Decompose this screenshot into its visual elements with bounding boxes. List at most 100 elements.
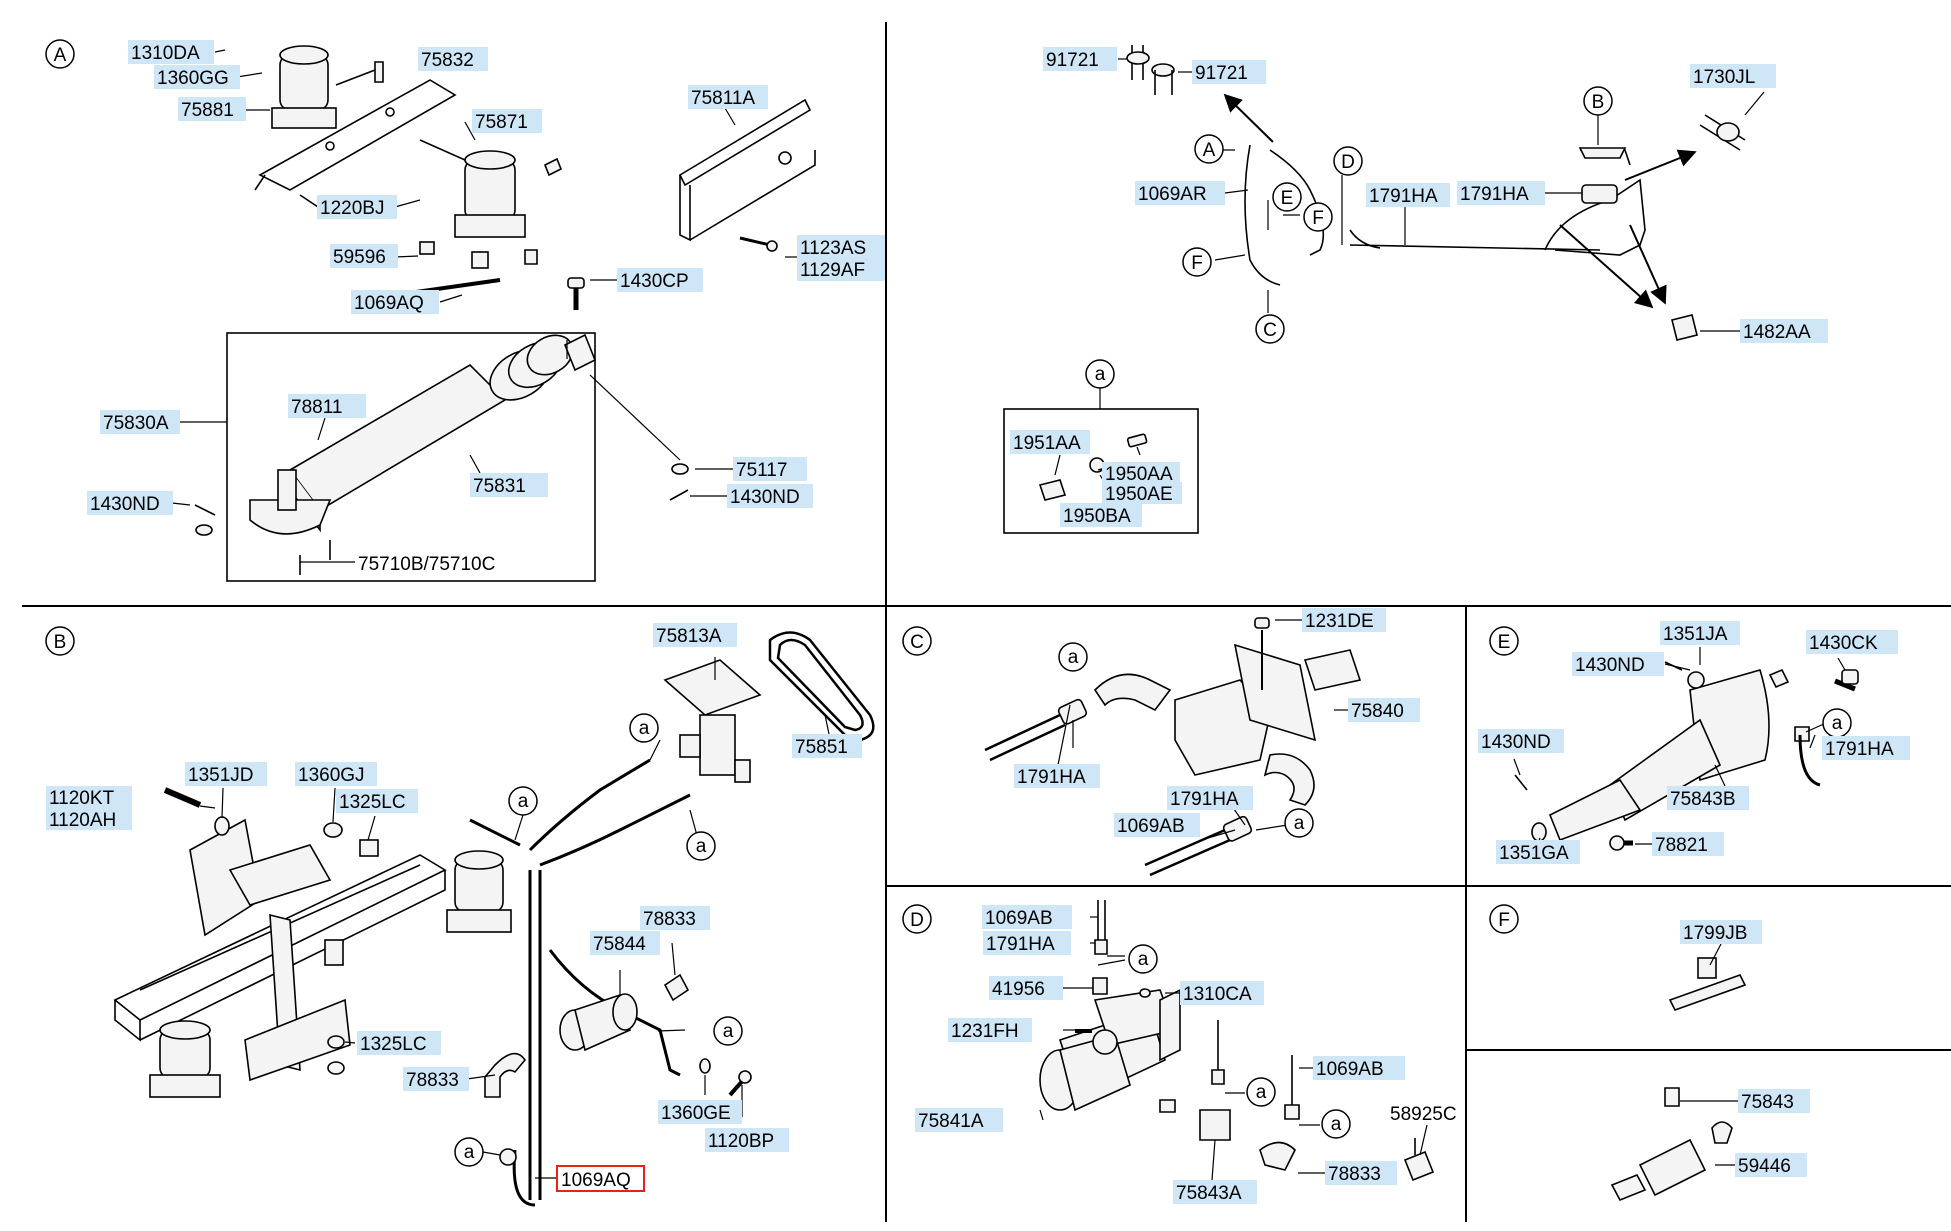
svg-text:75843A: 75843A: [1176, 1183, 1242, 1204]
svg-text:D: D: [1341, 152, 1355, 173]
part-label[interactable]: 1069AB: [1313, 1056, 1405, 1080]
callout-a-b1: a: [629, 713, 659, 743]
part-label[interactable]: 75843: [1738, 1089, 1810, 1113]
part-label[interactable]: 1951AA: [1010, 430, 1090, 454]
part-label[interactable]: 75811A: [688, 85, 768, 109]
part-label[interactable]: 1069AB: [982, 905, 1072, 929]
part-label[interactable]: 1791HA: [1366, 183, 1450, 207]
part-label[interactable]: 1220BJ: [317, 195, 397, 219]
svg-text:1430ND: 1430ND: [730, 487, 800, 508]
svg-text:1791HA: 1791HA: [986, 934, 1055, 955]
part-label[interactable]: 1791HA: [1014, 764, 1100, 788]
part-label[interactable]: 75844: [590, 931, 660, 955]
svg-text:1360GG: 1360GG: [157, 68, 229, 89]
svg-text:75840: 75840: [1351, 701, 1404, 722]
part-label[interactable]: 75843B: [1667, 786, 1749, 810]
part-label[interactable]: 91721: [1192, 60, 1266, 84]
svg-text:75843B: 75843B: [1670, 789, 1736, 810]
callout-e-harness: E: [1272, 182, 1302, 212]
part-label[interactable]: 1129AF: [797, 257, 885, 281]
part-label[interactable]: 1430ND: [87, 491, 173, 515]
fittings-d-drawing: [1075, 900, 1435, 1182]
part-label[interactable]: 1351JA: [1660, 621, 1740, 645]
callout-d-harness: D: [1333, 146, 1363, 176]
part-label[interactable]: 1231DE: [1302, 608, 1386, 632]
part-label[interactable]: 1430CP: [617, 268, 703, 292]
part-label[interactable]: 1069AB: [1114, 813, 1200, 837]
svg-text:1950AA: 1950AA: [1105, 464, 1173, 485]
part-label[interactable]: 75832: [418, 47, 488, 71]
screws-b-drawing: [499, 1058, 752, 1166]
frame-assembly-b-drawing: [113, 818, 447, 1082]
part-label[interactable]: 1791HA: [1167, 786, 1253, 810]
part-label[interactable]: 75831: [470, 473, 548, 497]
part-label[interactable]: 78811: [288, 394, 366, 418]
part-label[interactable]: 78833: [640, 906, 710, 930]
part-label[interactable]: 1310CA: [1180, 981, 1264, 1005]
part-label[interactable]: 1360GE: [658, 1100, 742, 1124]
svg-text:1120AH: 1120AH: [49, 810, 116, 831]
svg-text:1360GJ: 1360GJ: [298, 765, 365, 786]
grommets-91721-drawing: [1126, 45, 1175, 95]
part-label[interactable]: 1069AQ: [351, 290, 439, 314]
part-label[interactable]: 75117: [733, 457, 807, 481]
gasket-75851-drawing: [768, 631, 875, 742]
part-label[interactable]: 75840: [1348, 698, 1420, 722]
svg-text:75851: 75851: [795, 737, 848, 758]
part-label[interactable]: 1120AH: [46, 808, 132, 831]
part-label[interactable]: 75813A: [653, 623, 737, 647]
part-label[interactable]: 75851: [792, 734, 862, 758]
part-label[interactable]: 1351GA: [1496, 840, 1580, 864]
part-label[interactable]: 1950BA: [1060, 503, 1142, 527]
section-e-marker: E: [1489, 626, 1519, 656]
part-label[interactable]: 1069AR: [1135, 181, 1225, 205]
part-label[interactable]: 1950AE: [1102, 482, 1182, 505]
svg-text:75813A: 75813A: [656, 626, 722, 647]
part-label[interactable]: 59596: [330, 244, 398, 268]
part-label[interactable]: 1482AA: [1740, 319, 1828, 343]
part-label[interactable]: 1325LC: [357, 1031, 441, 1055]
part-label[interactable]: 59446: [1735, 1153, 1807, 1177]
part-label[interactable]: 1123AS: [797, 235, 885, 259]
svg-text:1231FH: 1231FH: [951, 1021, 1019, 1042]
svg-text:1430CK: 1430CK: [1809, 633, 1878, 654]
part-label-highlighted[interactable]: 1069AQ: [556, 1165, 645, 1192]
part-label[interactable]: 1351JD: [185, 762, 267, 786]
mounting-bracket-drawing: [254, 79, 457, 216]
part-label[interactable]: 75871: [472, 109, 542, 133]
svg-text:1220BJ: 1220BJ: [320, 198, 384, 219]
part-label[interactable]: 1430CK: [1806, 630, 1898, 654]
callout-a-b3: a: [686, 831, 716, 861]
part-label[interactable]: 75881: [178, 97, 246, 121]
part-label[interactable]: 1430ND: [1478, 729, 1564, 753]
part-label[interactable]: 1791HA: [1822, 736, 1910, 760]
svg-text:59446: 59446: [1738, 1156, 1791, 1177]
part-label[interactable]: 41956: [989, 976, 1063, 1000]
part-label[interactable]: 1360GG: [154, 65, 240, 89]
part-label[interactable]: 75830A: [100, 410, 180, 434]
part-label[interactable]: 1310DA: [128, 40, 214, 64]
part-label[interactable]: 78833: [403, 1067, 469, 1091]
svg-text:B: B: [1592, 92, 1605, 113]
part-label[interactable]: 78821: [1652, 832, 1724, 856]
part-label[interactable]: 1430ND: [727, 484, 813, 508]
part-label[interactable]: 1730JL: [1690, 64, 1776, 88]
part-label[interactable]: 91721: [1043, 47, 1117, 71]
svg-text:1730JL: 1730JL: [1693, 67, 1755, 88]
svg-text:1430ND: 1430ND: [1481, 732, 1551, 753]
part-label[interactable]: 1791HA: [1457, 181, 1545, 205]
part-label[interactable]: 78833: [1325, 1161, 1397, 1185]
part-label[interactable]: 1360GJ: [295, 762, 377, 786]
valve-75841a-drawing: [1039, 988, 1181, 1112]
part-label[interactable]: 1799JB: [1680, 920, 1762, 944]
part-label[interactable]: 1430ND: [1572, 652, 1664, 676]
part-label[interactable]: 75843A: [1173, 1180, 1257, 1204]
part-label[interactable]: 75841A: [915, 1108, 1003, 1132]
part-label[interactable]: 1120KT: [46, 786, 132, 809]
part-label[interactable]: 1325LC: [336, 789, 418, 813]
part-label[interactable]: 1791HA: [983, 931, 1071, 955]
part-label[interactable]: 1950AA: [1102, 462, 1180, 485]
part-label[interactable]: 1231FH: [948, 1018, 1032, 1042]
svg-text:1069AB: 1069AB: [985, 908, 1053, 929]
part-label[interactable]: 1120BP: [705, 1128, 789, 1152]
